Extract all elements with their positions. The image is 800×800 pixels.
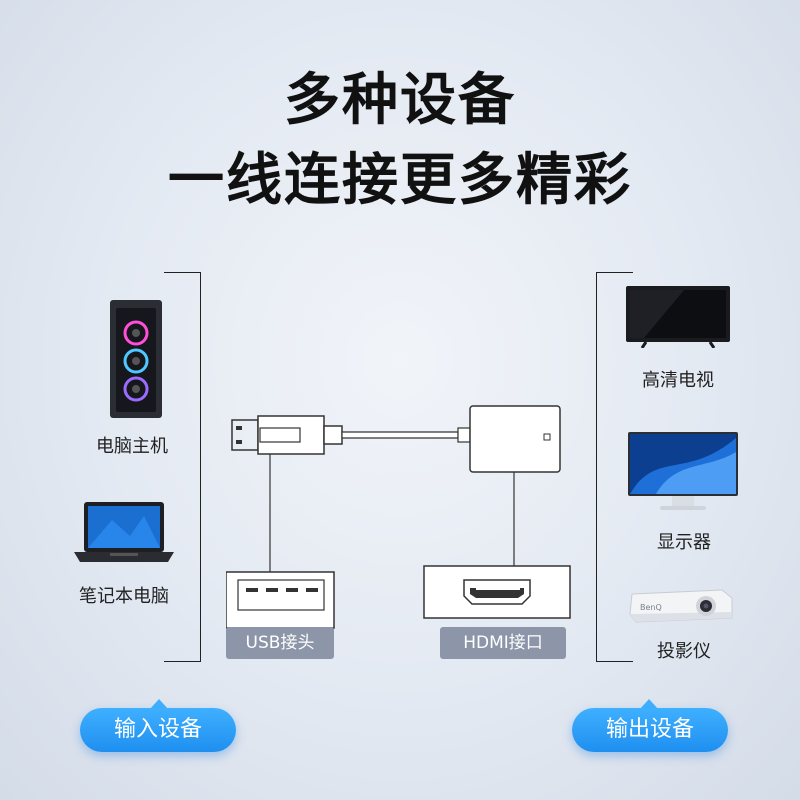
desktop-label: 电脑主机 (96, 436, 168, 457)
projector-icon: BenQ (626, 584, 738, 632)
input-bracket (164, 272, 201, 662)
monitor-label: 显示器 (657, 532, 711, 553)
headline-line-1: 多种设备 (284, 68, 516, 133)
tv-label: 高清电视 (642, 370, 714, 391)
hdmi-port-label: HDMI接口 (440, 627, 566, 659)
projector-label: 投影仪 (657, 641, 711, 662)
output-bracket (596, 272, 633, 662)
tv-icon (624, 284, 732, 352)
input-badge-pointer (150, 699, 168, 709)
output-badge-pointer (640, 699, 658, 709)
output-devices-badge: 输出设备 (572, 708, 728, 752)
usb-hdmi-adapter-diagram (225, 396, 578, 668)
usb-port-label: USB接头 (226, 627, 334, 659)
laptop-icon (72, 500, 176, 570)
laptop-label: 笔记本电脑 (79, 586, 169, 607)
headline-line-2: 一线连接更多精彩 (168, 148, 632, 213)
input-devices-badge: 输入设备 (80, 708, 236, 752)
monitor-icon (626, 430, 740, 520)
projector-brand-logo: BenQ (640, 603, 662, 612)
desktop-tower-icon (108, 298, 164, 424)
